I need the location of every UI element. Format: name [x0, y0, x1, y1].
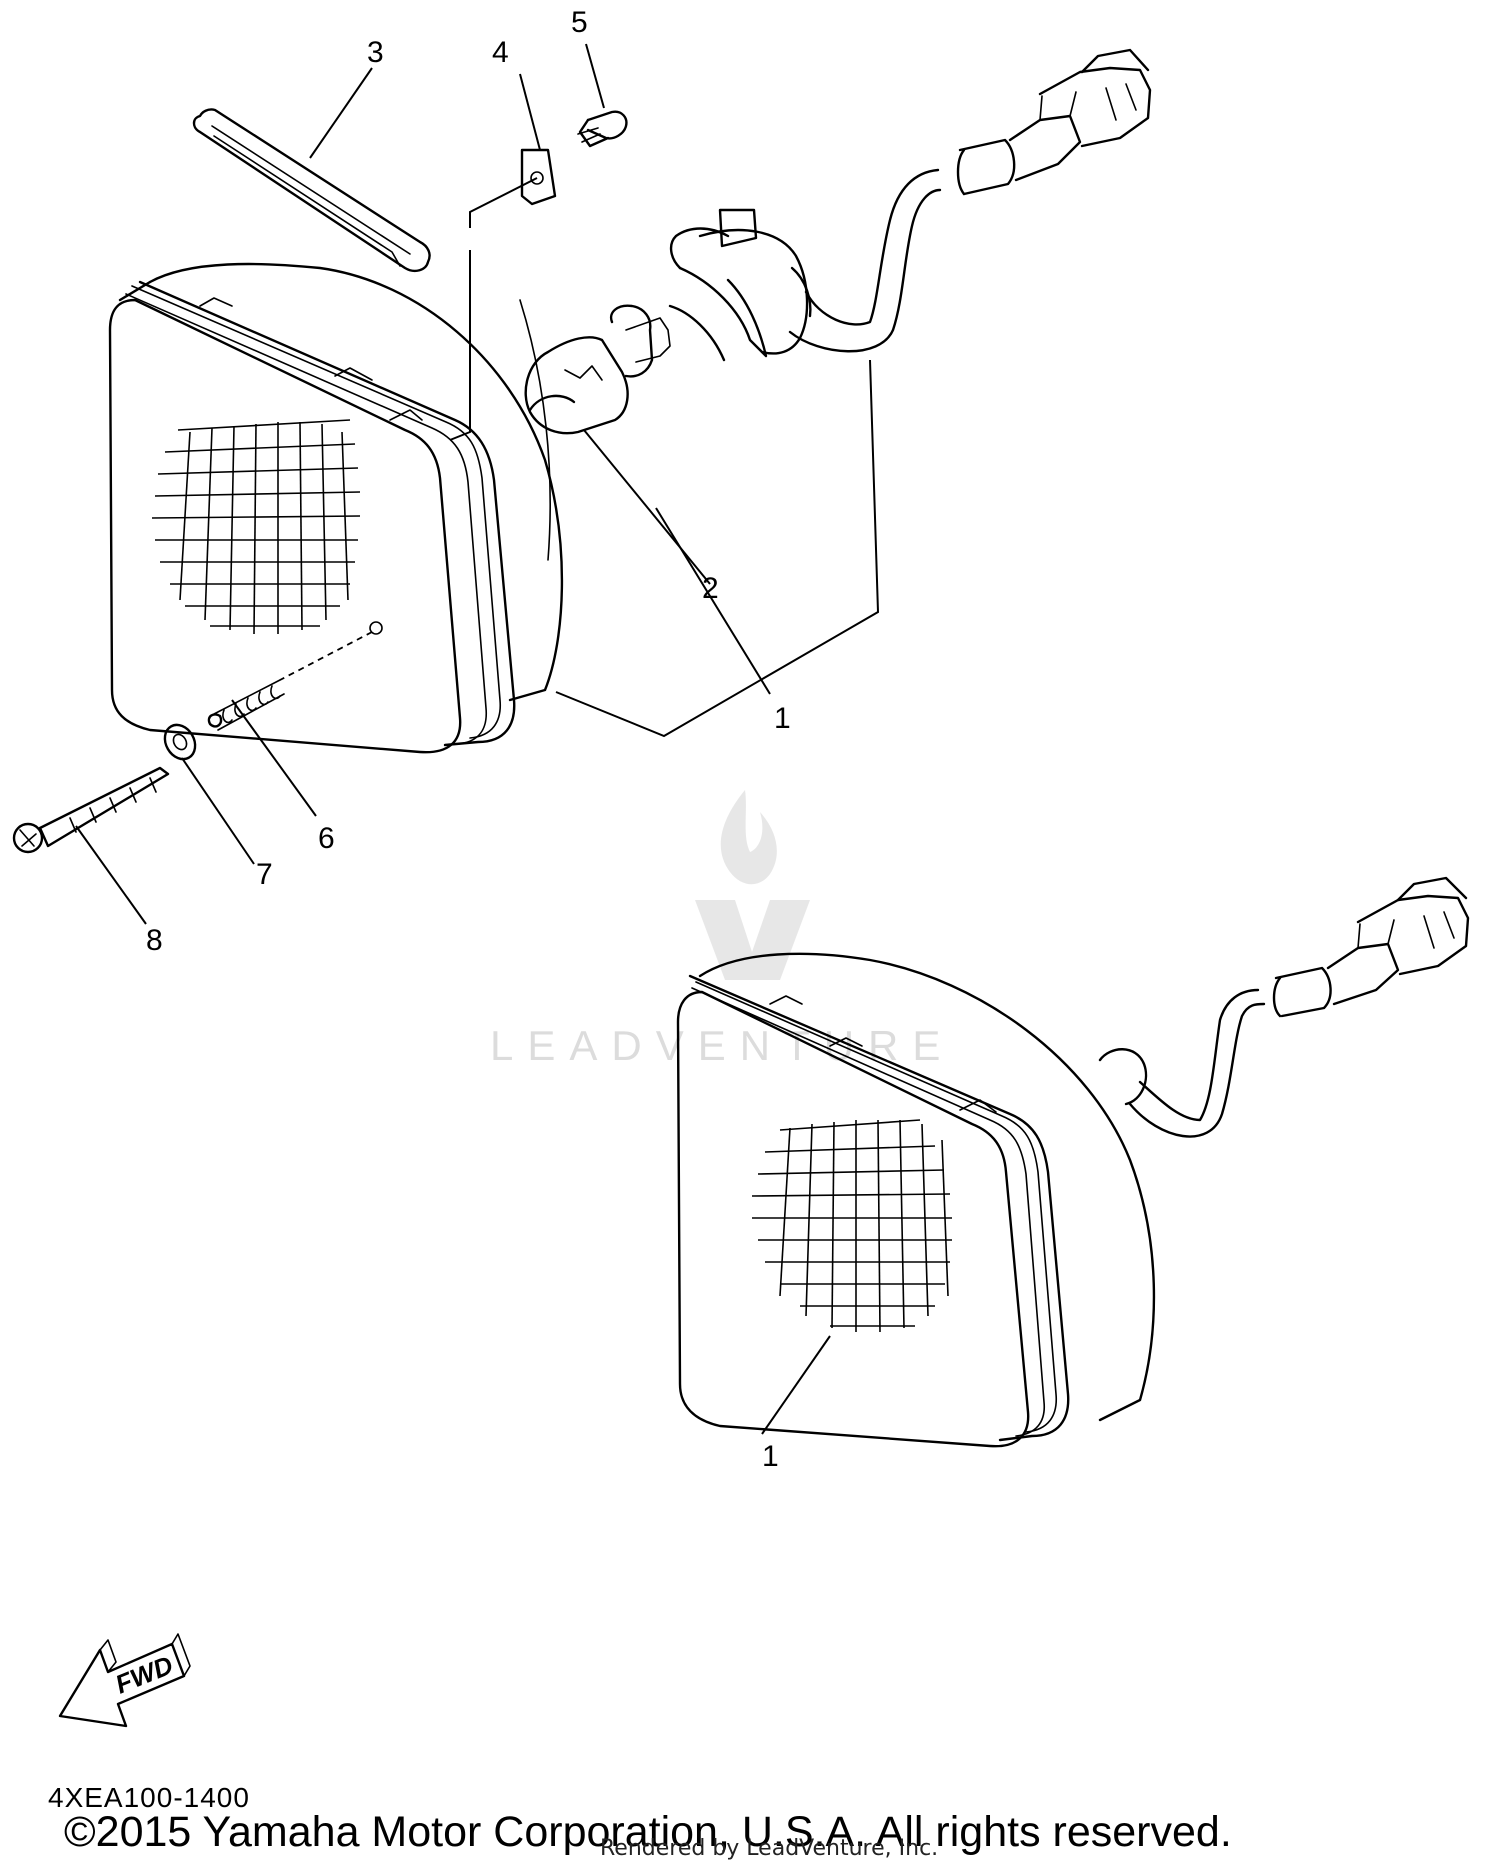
callout-4: 4 — [492, 36, 509, 69]
lower-headlight-assembly — [676, 876, 1470, 1448]
callout-6: 6 — [318, 822, 335, 855]
callout-1-lower: 1 — [762, 1440, 779, 1473]
lens-mesh-lower — [751, 1119, 952, 1333]
socket-harness-upper — [668, 48, 1152, 362]
small-screw-part — [577, 110, 628, 148]
lens-mesh — [151, 419, 361, 635]
callout-5: 5 — [571, 6, 588, 39]
callout-3: 3 — [367, 36, 384, 69]
callout-2: 2 — [702, 572, 719, 605]
callout-8: 8 — [146, 924, 163, 957]
bulb-part — [524, 304, 671, 435]
spring-part — [207, 679, 285, 731]
long-screw-part — [12, 766, 170, 854]
rendered-by-notice: Rendered by LeadVenture, Inc. — [600, 1836, 939, 1861]
leadventure-logo-icon — [695, 790, 810, 980]
upper-headlight-assembly — [108, 262, 576, 754]
leader-lines — [75, 43, 880, 1435]
trim-strip — [192, 108, 431, 273]
fwd-arrow-icon: FWD — [58, 1633, 191, 1728]
callout-7: 7 — [256, 858, 273, 891]
watermark: LEADVENTURE — [490, 790, 954, 1069]
callout-numbers: 3 4 5 2 1 6 7 8 1 — [146, 6, 791, 1473]
clip-part — [449, 148, 557, 441]
washer-part — [163, 723, 197, 761]
diagram-code: 4XEA100-1400 — [48, 1782, 250, 1813]
watermark-text: LEADVENTURE — [490, 1022, 954, 1069]
callout-1-upper: 1 — [774, 702, 791, 735]
copyright-notice: ©2015 Yamaha Motor Corporation, U.S.A. A… — [64, 1808, 1232, 1856]
